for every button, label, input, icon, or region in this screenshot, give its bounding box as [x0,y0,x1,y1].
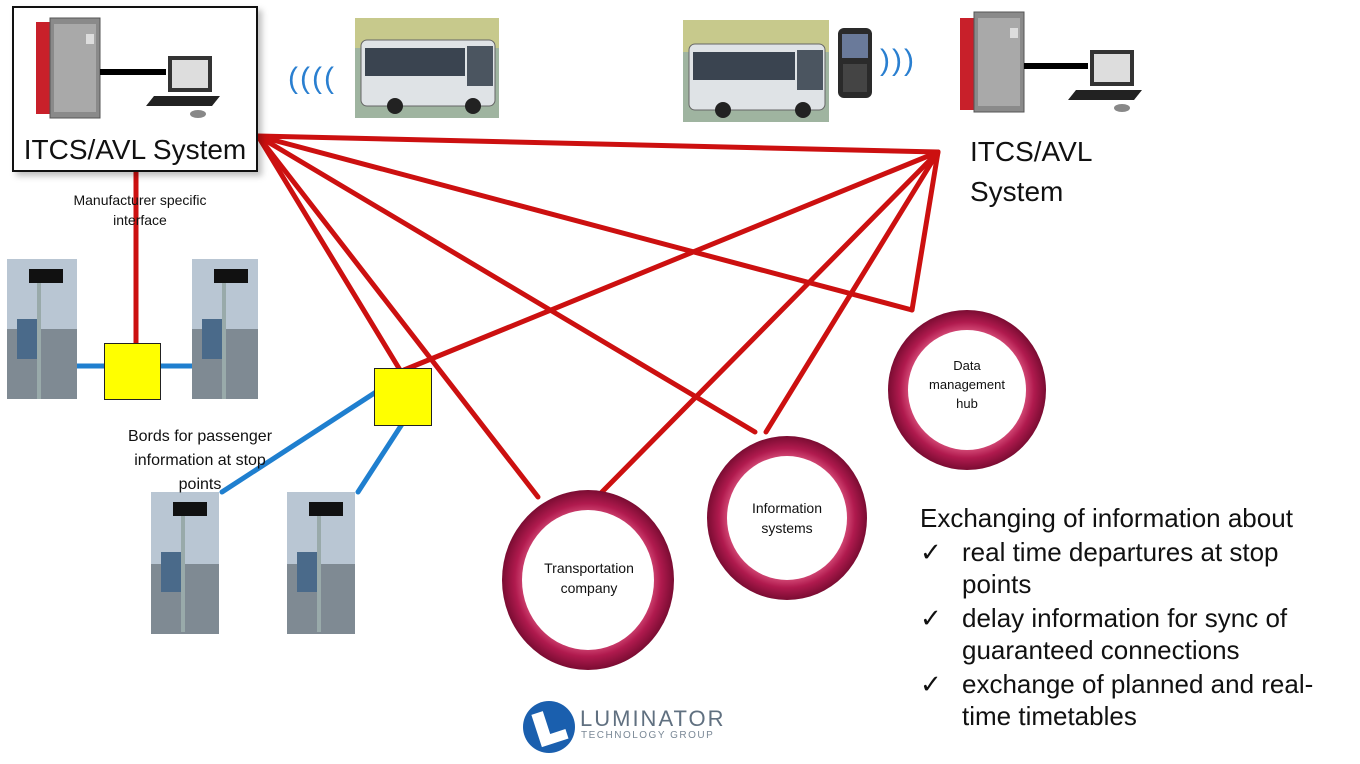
link-line [255,133,941,155]
stop-board-image [287,492,355,634]
wireless-signal-icon: ))) [880,44,916,77]
server-computer-icon [36,17,220,119]
stop-board-image [151,492,219,634]
exchange-item-line2: time timetables [962,701,1137,731]
itcs-label-right-line2: System [970,176,1064,207]
data-hub-line1: Data [953,358,981,373]
logo-tagline: TECHNOLOGY GROUP [581,730,715,741]
logo-name: LUMINATOR [580,706,726,731]
exchange-item: ✓ real time departures at stop points [920,536,1360,600]
data-hub-line3: hub [956,396,978,411]
link-line [401,149,941,373]
data-management-hub-label: Data management hub [907,356,1027,413]
checkmark-icon: ✓ [920,603,942,633]
information-systems-ring [707,436,867,600]
transportation-company-ring [502,490,674,670]
link-line-blue [219,389,379,495]
exchange-item-line1: real time departures at stop [962,537,1279,567]
exchange-item-line2: guaranteed connections [962,635,1240,665]
link-line [597,149,941,497]
stop-board-image [192,259,258,399]
manufacturer-interface-line2: interface [113,212,167,228]
checkmark-icon: ✓ [920,537,942,567]
manufacturer-interface-line1: Manufacturer specific [73,192,207,208]
mobile-phone-icon [838,28,872,98]
exchange-item-line1: delay information for sync of [962,603,1288,633]
link-line-blue [355,415,409,495]
manufacturer-interface-label: Manufacturer specific interface [45,190,235,230]
transportation-line1: Transportation [544,560,634,576]
boards-label-line2: information at stop [134,452,266,469]
luminator-logo-icon [523,701,575,753]
checkmark-icon: ✓ [920,669,942,699]
wireless-signal-icon: (((( [288,62,336,95]
stop-board-image [7,259,77,399]
server-computer-icon [960,11,1142,113]
data-management-hub-ring [888,310,1046,470]
link-line [255,133,403,373]
link-line [909,149,941,313]
interface-node [374,368,432,426]
information-line1: Information [751,500,823,516]
itcs-label-left: ITCS/AVL System [23,134,247,165]
exchange-item: ✓ delay information for sync of guarante… [920,602,1360,666]
itcs-label-right-line1: ITCS/AVL [970,136,1093,167]
boards-label-line3: points [178,476,222,493]
interface-node [104,343,161,400]
bus-image [355,18,499,118]
link-line [255,133,758,435]
information-systems-label: Information systems [727,498,847,538]
link-line [255,133,915,313]
boards-label-line1: Bords for passenger [127,428,273,445]
exchange-heading: Exchanging of information about [920,503,1293,533]
link-line [763,149,941,435]
bus-image [683,20,829,122]
transportation-company-label: Transportation company [528,558,650,598]
exchange-item: ✓ exchange of planned and real- time tim… [920,668,1360,732]
exchange-info-list: Exchanging of information about ✓ real t… [920,502,1360,732]
transportation-line2: company [560,580,618,596]
itcs-label-right: ITCS/AVL System [970,132,1093,212]
information-line2: systems [761,520,813,536]
exchange-item-line2: points [962,569,1032,599]
boards-label: Bords for passenger information at stop … [100,425,300,497]
link-line [255,133,541,500]
exchange-item-line1: exchange of planned and real- [962,669,1314,699]
data-hub-line2: management [929,377,1005,392]
